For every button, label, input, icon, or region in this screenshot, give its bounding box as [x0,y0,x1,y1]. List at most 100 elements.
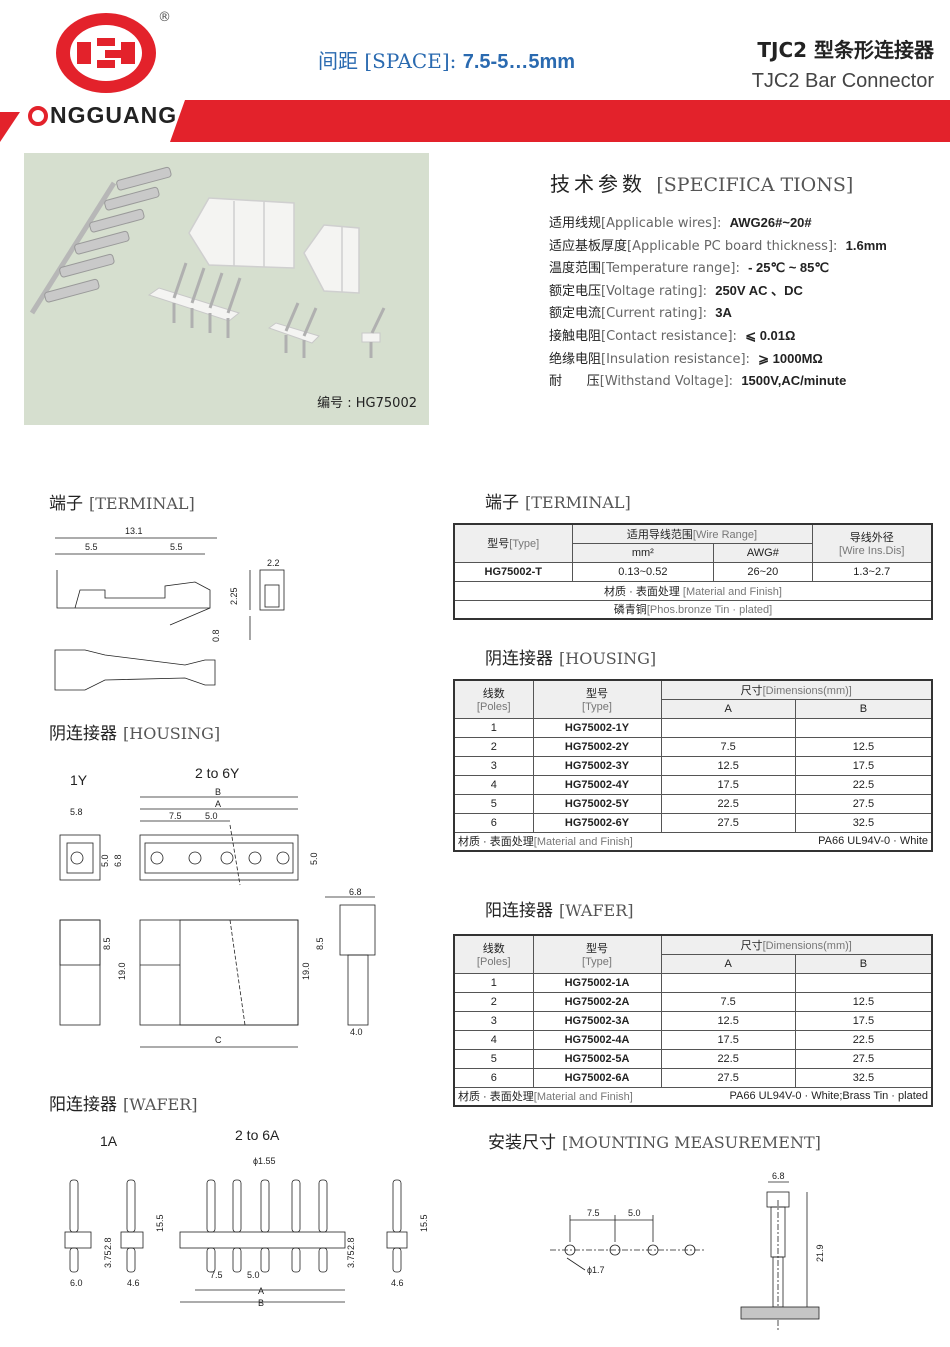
dim-5-0-c: 5.0 [309,852,319,865]
section-title-en: [HOUSING] [123,724,221,743]
terminal-drawing: 13.1 5.5 5.5 2.2 2.25 0.8 [54,526,285,691]
col-b-header: B [794,953,933,974]
spec-value: AWG26#~20# [729,215,812,230]
spec-label-cn: 适应基板厚度 [549,238,628,254]
dim-21-9: 21.9 [815,1244,825,1262]
col-a-header: A [660,698,796,719]
dim-5-0-a: 5.0 [100,854,110,867]
awg-header: AWG# [713,542,813,563]
dimensions-header: 尺寸[Dimensions(mm)] [660,934,933,955]
section-housing-right: 阴连接器[HOUSING] [485,644,656,669]
spec-label-cn: 适用线规 [549,216,602,231]
col-b-header: B [794,698,933,719]
dim-4-0: 4.0 [350,1027,363,1037]
spacing-prefix: 间距 [SPACE]: [318,49,457,73]
table-header-row: A B [454,953,933,974]
dim-7-5: 7.5 [210,1270,223,1280]
section-title-cn: 阳连接器 [49,1095,117,1115]
wafer-range-label: 2 to 6A [235,1127,280,1143]
type-header: 型号[Type] [453,523,573,563]
dim-3-75-a: 3.75 [103,1250,113,1268]
spec-value: ⩾ 1000MΩ [758,350,823,366]
product-photo: 编号 : HG75002 [24,153,429,425]
table-header-row: 型号[Type] 适用导线范围[Wire Range] 导线外径[Wire In… [453,523,933,563]
dim-19-0-a: 19.0 [117,962,127,980]
spec-label-cn: 接触电阻 [549,328,602,344]
dim-B: B [215,787,221,797]
dim-2-8-a: 2.8 [103,1237,113,1250]
spec-row: 耐 压[Withstand Voltage]: 1500V,AC/minute [549,370,887,393]
spacing-value: 7.5-5…5mm [462,51,576,73]
photo-part-number: 编号 : HG75002 [317,396,417,411]
cell-dia: 1.3~2.7 [811,561,933,582]
brand-name: NGGUANG [28,102,177,129]
spec-row: 温度范围[Temperature range]: - 25℃ ~ 85℃ [549,257,887,280]
housing-1y-label: 1Y [70,772,88,788]
dim-8-5-a: 8.5 [102,937,112,950]
spec-label-en: [Temperature range]: [601,261,740,277]
product-photo-art [29,166,386,358]
section-mounting: 安装尺寸[MOUNTING MEASUREMENT] [488,1128,821,1153]
spec-label-en: [Applicable PC board thickness]: [627,238,838,254]
section-wafer-left: 阳连接器 [WAFER] [49,1090,198,1115]
section-title-cn: 阴连接器 [49,724,117,744]
spec-label-en: [Insulation resistance]: [601,351,750,367]
material-value: PA66 UL94V-0 · White [661,831,933,852]
section-title-en: [WAFER] [559,901,634,920]
table-row: 磷青铜[Phos.bronze Tin · plated] [453,599,933,620]
dim-4-6-b: 4.6 [391,1278,404,1288]
type-header: 型号[Type] [532,679,662,719]
section-title-en: [WAFER] [123,1095,198,1114]
spec-row: 接触电阻[Contact resistance]: ⩽ 0.01Ω [549,325,887,348]
spec-label-cn: 绝缘电阻 [549,351,602,367]
table-header-row: A B [454,698,933,719]
company-logo [56,13,156,93]
dim-6-8: 6.8 [113,854,123,867]
housing-drawing: 5.8 5.0 6.8 B A 7.5 5.0 5.0 6.8 8.5 19.0… [59,787,376,1048]
dim-5-5-a: 5.5 [85,542,98,552]
spec-label-en: [Contact resistance]: [601,328,737,344]
section-title-en: [TERMINAL] [89,494,195,513]
spec-label-en: [Applicable wires]: [601,216,722,231]
dim-15-5-b: 15.5 [419,1214,429,1232]
page-header: ® NGGUANG 间距 [SPACE]: 7.5-5…5mm TJC2 型条形… [0,0,950,145]
material-value: PA66 UL94V-0 · White;Brass Tin · plated [661,1086,933,1107]
table-header-row: 线数[Poles] 型号[Type] 尺寸[Dimensions(mm)] [453,934,933,974]
poles-header: 线数[Poles] [453,934,534,974]
material-value: 磷青铜[Phos.bronze Tin · plated] [453,599,933,620]
section-title-cn: 端子 [485,493,519,513]
specifications-title-en: [SPECIFICA TIONS] [656,174,854,196]
table-header-row: mm² AWG# [454,542,932,563]
table-header-row: 线数[Poles] 型号[Type] 尺寸[Dimensions(mm)] [453,679,933,719]
dim-19-0-b: 19.0 [301,962,311,980]
wafer-1a-label: 1A [100,1133,118,1149]
dim-5-0: 5.0 [247,1270,260,1280]
dim-2-2: 2.2 [267,558,280,568]
dim-5-8: 5.8 [70,807,83,817]
cell-mm: 0.13~0.52 [571,561,715,582]
section-title-en: [MOUNTING MEASUREMENT] [562,1133,821,1152]
spec-label-cn: 温度范围 [549,261,602,277]
product-title-cn: TJC2 型条形连接器 [757,38,934,62]
mounting-drawing: 7.5 5.0 ϕ1.7 6.8 21.9 [550,1171,825,1330]
spec-value: 3A [715,305,732,321]
product-title-en: TJC2 Bar Connector [751,70,934,92]
dim-C: C [215,1035,222,1045]
material-label: 材质 · 表面处理[Material and Finish] [453,1086,661,1107]
cell-type: HG75002-T [453,561,573,582]
type-header: 型号[Type] [532,934,662,974]
table-row: 材质 · 表面处理 [Material and Finish] [453,580,933,601]
dim-5-5-b: 5.5 [170,542,183,552]
cell-awg: 26~20 [713,561,813,582]
dim-A: A [215,799,221,809]
wafer-drawing: ϕ1.55 15.5 2.8 3.75 6.0 4.6 7.5 5.0 A B … [64,1156,429,1308]
brand-text: NGGUANG [50,102,178,128]
dim-B: B [258,1298,264,1308]
housing-table: 线数[Poles] 型号[Type] 尺寸[Dimensions(mm)] A … [453,679,933,852]
